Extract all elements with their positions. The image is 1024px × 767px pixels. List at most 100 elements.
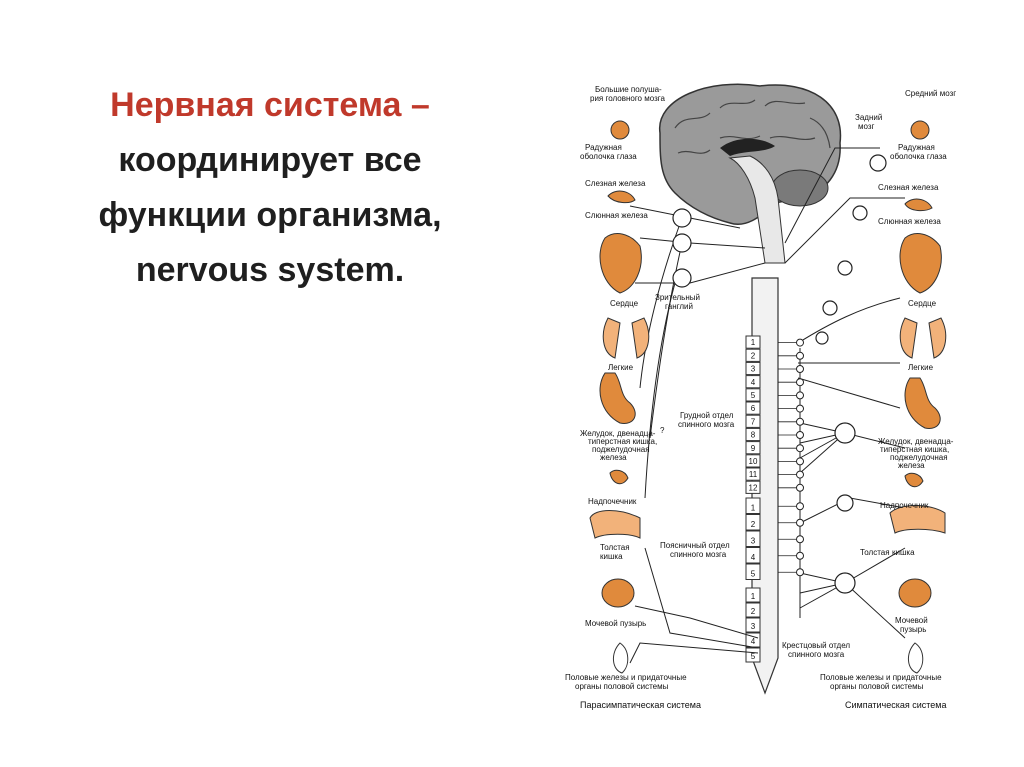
sympathetic-chain-ganglion [797,552,804,559]
vertebra-number: 7 [751,417,756,426]
stomach-icon-right [905,378,940,428]
organs-left [590,121,649,673]
label-heart-right: Сердце [908,299,937,308]
vertebra-number: 1 [751,504,756,513]
ganglia-left [673,209,691,287]
lacrimal-gland-icon [608,191,635,203]
sympathetic-chain-ganglion [797,503,804,510]
label-colon-right: Толстая [860,548,890,557]
label-colon-1: Толстая [600,543,630,552]
vertebra-number: 11 [749,470,758,479]
vertebra-number: 1 [751,338,756,347]
label-ciliary-1: Зрительный [655,293,700,302]
label-lungs: Легкие [608,363,634,372]
label-sacral-1: Крестцовый отдел [782,641,850,650]
label-colon-2: кишка [600,552,623,561]
vertebra-number: 10 [749,457,758,466]
colon-icon [590,511,640,539]
sympathetic-chain-ganglion [797,471,804,478]
vertebra-number: 5 [751,652,756,661]
vertebra-number: 3 [751,537,756,546]
vertebra-number: 2 [751,607,756,616]
vertebra-number: 3 [751,622,756,631]
label-thoracic-2: спинного мозга [678,420,735,429]
title-line-2: функции организма, [40,188,500,243]
label-lumbar-1: Поясничный отдел [660,541,730,550]
label-midbrain: Средний мозг [905,89,956,98]
label-adrenal: Надпочечник [588,497,637,506]
vertebra-number: 8 [751,431,756,440]
sympathetic-chain-ganglion [797,458,804,465]
label-lungs-right: Легкие [908,363,934,372]
vertebra-number: 3 [751,365,756,374]
spinal-cord: 1234567891011121234512345 [746,278,778,693]
sympathetic-chain-ganglion [797,418,804,425]
label-gonads-right-1: Половые железы и придаточные [820,673,942,682]
sympathetic-chain-ganglion [797,352,804,359]
vertebra-number: 4 [751,637,756,646]
nervous-system-diagram: 1234567891011121234512345 [560,78,980,718]
sympathetic-chain-ganglion [797,379,804,386]
vertebra-number: 6 [751,404,756,413]
bladder-icon-right [899,579,931,607]
vertebra-number: 4 [751,378,756,387]
bladder-icon [602,579,634,607]
adrenal-icon-right [905,473,923,486]
label-gonads-2: органы половой системы [575,682,669,691]
label-hindbrain-1: Задний [855,113,882,122]
sympathetic-chain-ganglion [797,392,804,399]
lungs-icon [603,318,648,358]
iris-icon-right [911,121,929,139]
label-thoracic-1: Грудной отдел [680,411,734,420]
label-bladder: Мочевой пузырь [585,619,646,628]
label-salivary: Слюнная железа [585,211,648,220]
lacrimal-gland-icon-right [905,199,932,211]
title-red-line: Нервная система – [40,78,500,133]
vertebra-number: 2 [751,351,756,360]
sympathetic-chain-ganglion [797,569,804,576]
label-colon-right-2: кишка [892,548,915,557]
title-line-3: nervous system. [40,243,500,298]
label-stomach-4: железа [600,453,627,462]
heart-icon [600,234,641,293]
ganglia-right [816,155,886,593]
sympathetic-chain-ganglion [797,536,804,543]
adrenal-icon [610,470,628,483]
sympathetic-chain-ganglion [797,432,804,439]
vertebra-number: 5 [751,391,756,400]
sympathetic-chain-ganglion [797,405,804,412]
vertebra-number: 1 [751,592,756,601]
label-gonads-right-2: органы половой системы [830,682,924,691]
vertebra-number: 4 [751,553,756,562]
label-lacrimal: Слезная железа [585,179,646,188]
label-heart: Сердце [610,299,639,308]
sympathetic-chain-ganglion [797,519,804,526]
sympathetic-chain-ganglion [797,366,804,373]
label-hindbrain-2: мозг [858,122,875,131]
vertebra-number: 12 [749,483,758,492]
sympathetic-chain-ganglion [797,484,804,491]
label-hemispheres-1: Большие полуша- [595,85,662,94]
gonads-icon-right [908,643,922,673]
heart-icon-right [900,234,941,293]
label-gonads-1: Половые железы и придаточные [565,673,687,682]
gonads-icon [613,643,627,673]
label-stomach-right-4: железа [898,461,925,470]
label-parasympathetic: Парасимпатическая система [580,700,701,710]
label-lacrimal-right: Слезная железа [878,183,939,192]
sympathetic-chain-ganglion [797,445,804,452]
label-adrenal-right: Надпочечник [880,501,929,510]
label-sacral-2: спинного мозга [788,650,845,659]
label-question: ? [660,426,665,435]
label-sympathetic: Симпатическая система [845,700,947,710]
label-lumbar-2: спинного мозга [670,550,727,559]
label-salivary-right: Слюнная железа [878,217,941,226]
vertebra-number: 9 [751,444,756,453]
vertebra-number: 2 [751,520,756,529]
label-iris-1: Радужная [585,143,622,152]
organs-right [890,121,946,673]
slide-title: Нервная система – координирует все функц… [40,78,500,298]
label-bladder-right-2: пузырь [900,625,926,634]
